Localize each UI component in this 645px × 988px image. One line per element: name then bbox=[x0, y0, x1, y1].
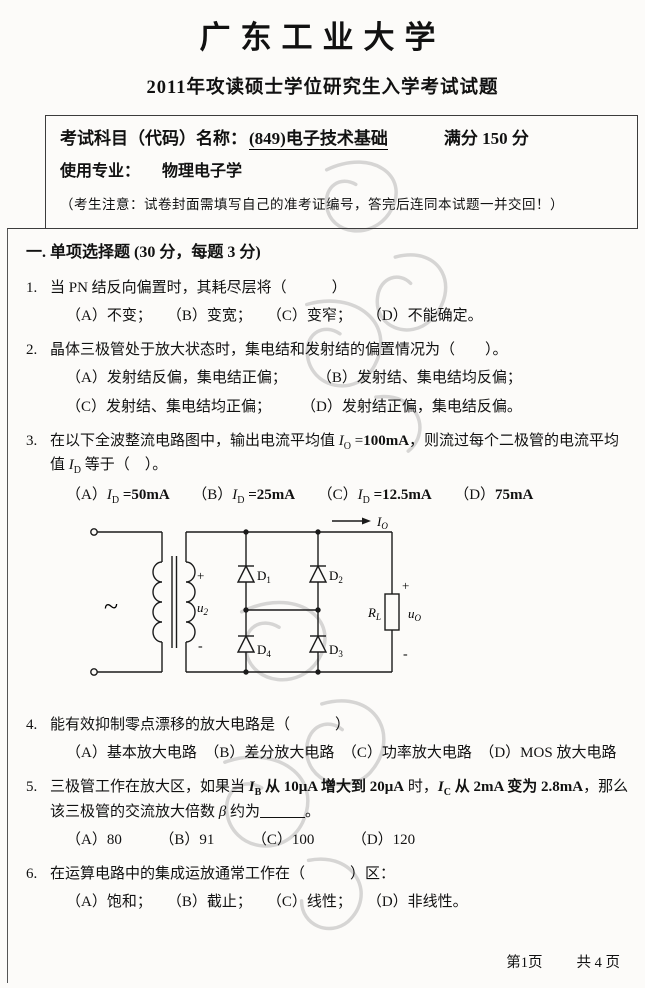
question-stem: 晶体三极管处于放大状态时，集电结和发射结的偏置情况为（ ）。 bbox=[50, 342, 508, 359]
diode-d1 bbox=[236, 564, 256, 584]
option-line: （A）发射结反偏，集电结正偏； （B）发射结、集电结均反偏； bbox=[66, 370, 522, 387]
question-options: （A）基本放大电路 （B）差分放大电路 （C）功率放大电路 （D）MOS 放大电… bbox=[50, 742, 630, 765]
option-line: （A）基本放大电路 （B）差分放大电路 （C）功率放大电路 （D）MOS 放大电… bbox=[66, 744, 617, 761]
question-options: （A）不变； （B）变宽； （C）变窄； （D）不能确定。 bbox=[50, 305, 630, 328]
university-title: 广东工业大学 bbox=[199, 20, 446, 55]
output-current-arrow bbox=[332, 517, 371, 525]
total-pages: 共 4 页 bbox=[576, 955, 621, 972]
option-line: （A）ID =50mA （B）ID =25mA （C）ID =12.5mA （D… bbox=[66, 486, 534, 506]
option-line: （A）不变； （B）变宽； （C）变窄； （D）不能确定。 bbox=[66, 307, 483, 324]
question-options: （A）ID =50mA （B）ID =25mA （C）ID =12.5mA （D… bbox=[50, 484, 630, 509]
question-number: 4. bbox=[26, 716, 38, 733]
question-number: 6. bbox=[26, 866, 38, 883]
io-label: IO bbox=[376, 516, 388, 531]
transformer bbox=[152, 532, 196, 673]
u2-minus-label: - bbox=[198, 639, 203, 654]
full-wave-rectifier-figure: ~ + u2 - D1 D2 D4 D3 IO RL + uO - bbox=[90, 514, 422, 677]
full-score: 满分 150 分 bbox=[443, 128, 529, 148]
question-stem: 三极管工作在放大区，如果当 IB 从 10μA 增大到 20μA 时，IC 从 … bbox=[50, 779, 629, 820]
d1-label: D1 bbox=[257, 568, 271, 585]
questions: 1. 当 PN 结反向偏置时，其耗尽层将（ ） （A）不变； （B）变宽； （C… bbox=[26, 277, 630, 915]
question-options: （A）饱和； （B）截止； （C）线性； （D）非线性。 bbox=[50, 891, 630, 914]
option-line: （C）发射结、集电结均正偏； （D）发射结正偏，集电结反偏。 bbox=[66, 398, 522, 415]
question-figure: ~ + u2 - D1 D2 D4 D3 IO RL + uO - bbox=[84, 514, 630, 702]
question-number: 2. bbox=[26, 342, 38, 359]
subject-value: (849)电子技术基础 bbox=[249, 128, 388, 150]
question-stem: 在以下全波整流电路图中，输出电流平均值 IO =100mA，则流过每个二极管的电… bbox=[50, 432, 620, 477]
ac-source-terminals bbox=[90, 528, 163, 677]
tilde-label: ~ bbox=[104, 592, 118, 621]
diode-d3 bbox=[308, 634, 328, 654]
question: 4. 能有效抑制零点漂移的放大电路是（ ） （A）基本放大电路 （B）差分放大电… bbox=[26, 714, 630, 766]
question-number: 1. bbox=[26, 279, 38, 296]
major-value: 物理电子学 bbox=[162, 163, 243, 181]
question: 3. 在以下全波整流电路图中，输出电流平均值 IO =100mA，则流过每个二极… bbox=[26, 430, 630, 703]
uo-label: uO bbox=[408, 606, 422, 623]
d4-label: D4 bbox=[257, 642, 271, 659]
question: 1. 当 PN 结反向偏置时，其耗尽层将（ ） （A）不变； （B）变宽； （C… bbox=[26, 277, 630, 329]
diode-d2 bbox=[308, 564, 328, 584]
d2-label: D2 bbox=[329, 568, 343, 585]
subject-line: 考试科目（代码）名称：(849)电子技术基础 满分 150 分 bbox=[60, 126, 625, 152]
question: 2. 晶体三极管处于放大状态时，集电结和发射结的偏置情况为（ ）。 （A）发射结… bbox=[26, 339, 630, 419]
question: 6. 在运算电路中的集成运放通常工作在（ ）区： （A）饱和； （B）截止； （… bbox=[26, 863, 630, 915]
load-resistor bbox=[384, 532, 400, 673]
question-number: 3. bbox=[26, 432, 38, 449]
exam-body: 一. 单项选择题 (30 分，每题 3 分) 1. 当 PN 结反向偏置时，其耗… bbox=[7, 227, 638, 983]
u2-label: u2 bbox=[197, 600, 209, 617]
uo-plus-label: + bbox=[402, 578, 409, 593]
major-line: 使用专业： 物理电子学 bbox=[60, 160, 625, 185]
question-stem: 能有效抑制零点漂移的放大电路是（ ） bbox=[50, 716, 351, 733]
question-number: 5. bbox=[26, 779, 38, 796]
uo-minus-label: - bbox=[403, 647, 408, 662]
question-stem: 在运算电路中的集成运放通常工作在（ ）区： bbox=[50, 866, 396, 883]
page-number: 第1页 bbox=[506, 955, 543, 972]
diode-bridge bbox=[236, 529, 328, 676]
question-options: （A）80 （B）91 （C）100 （D）120 bbox=[50, 829, 630, 852]
exam-subtitle: 2011年攻读硕士学位研究生入学考试试题 bbox=[146, 78, 499, 99]
exam-info-box: 考试科目（代码）名称：(849)电子技术基础 满分 150 分 使用专业： 物理电子… bbox=[45, 114, 638, 228]
question-options: （A）发射结反偏，集电结正偏； （B）发射结、集电结均反偏； （C）发射结、集电结… bbox=[50, 367, 630, 419]
candidate-notice: （考生注意：试卷封面需填写自己的准考证编号，答完后连同本试题一并交回！） bbox=[60, 196, 564, 212]
diode-d4 bbox=[236, 634, 256, 654]
u2-plus-label: + bbox=[197, 568, 204, 583]
option-line: （A）饱和； （B）截止； （C）线性； （D）非线性。 bbox=[66, 894, 468, 911]
question-stem: 当 PN 结反向偏置时，其耗尽层将（ ） bbox=[50, 279, 347, 296]
subject-label: 考试科目（代码）名称： bbox=[60, 128, 247, 148]
option-line: （A）80 （B）91 （C）100 （D）120 bbox=[66, 831, 416, 848]
d3-label: D3 bbox=[329, 642, 343, 659]
major-label: 使用专业： bbox=[60, 163, 141, 181]
rl-label: RL bbox=[367, 605, 381, 622]
section-title: 一. 单项选择题 (30 分，每题 3 分) bbox=[26, 243, 261, 261]
question: 5. 三极管工作在放大区，如果当 IB 从 10μA 增大到 20μA 时，IC… bbox=[26, 776, 630, 852]
page-footer: 第1页 共 4 页 bbox=[506, 952, 620, 974]
